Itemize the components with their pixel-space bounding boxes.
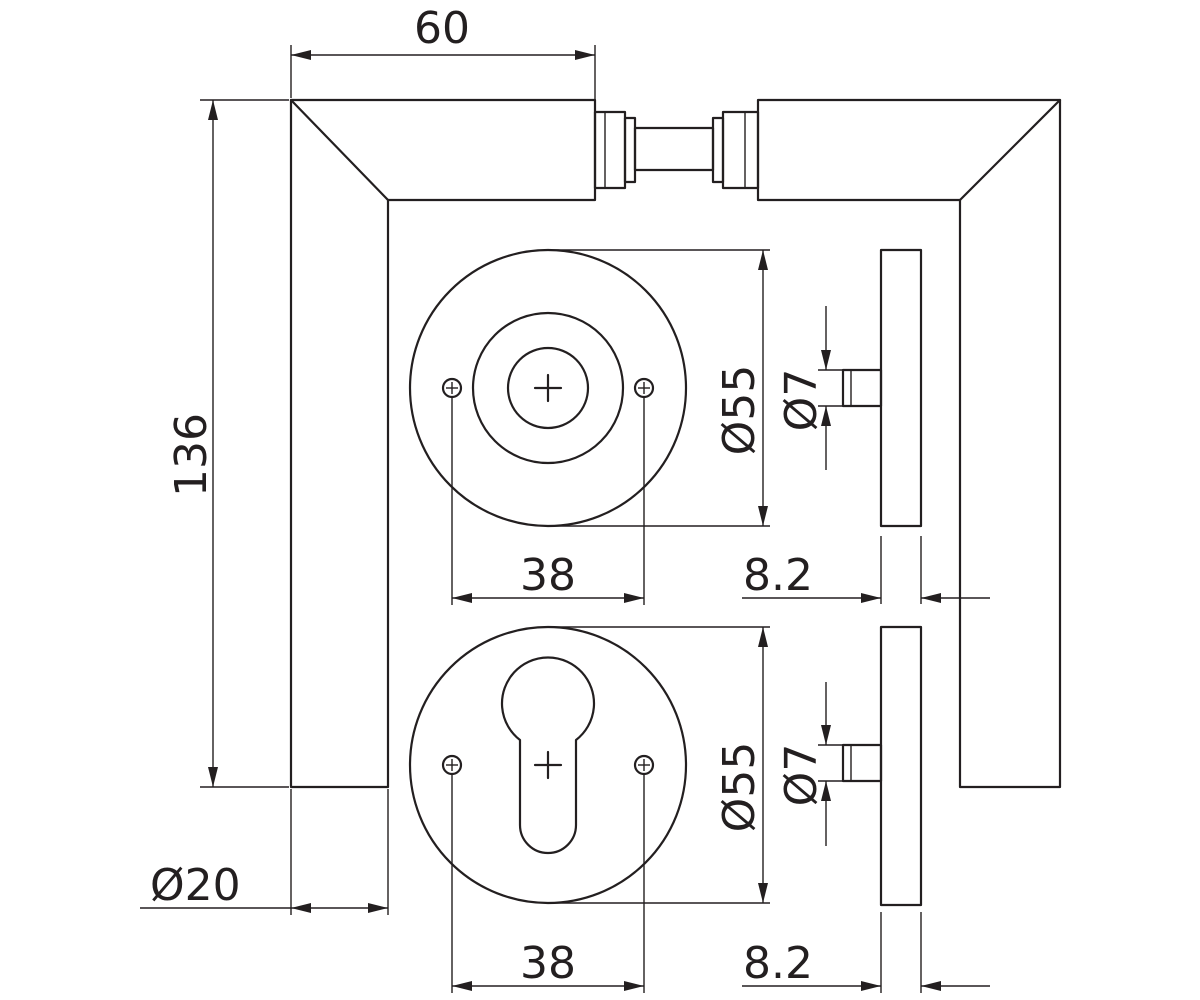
dimension-label-bottom-screw-spacing: 38 (520, 938, 576, 989)
top-rose-side-profile (841, 248, 923, 528)
dimension-bottom-rose-diameter: Ø55 (548, 626, 770, 904)
dimension-top-rose-diameter: Ø55 (548, 249, 770, 527)
dimension-label-bottom-spindle-diameter: Ø7 (776, 744, 827, 807)
dimension-top-screw-spacing: 38 (451, 397, 645, 605)
dimension-label-60: 60 (414, 3, 470, 54)
bottom-rose-side-profile (841, 625, 923, 907)
bottom-rose-screw-right (633, 754, 655, 776)
dimension-label-lever-diameter: Ø20 (150, 860, 241, 911)
dimension-60: 60 (290, 3, 596, 110)
dimension-top-rose-thickness: 8.2 (742, 536, 990, 604)
dimension-label-top-rose-diameter: Ø55 (714, 365, 765, 456)
dimension-top-spindle-diameter: Ø7 (776, 306, 843, 470)
dimension-label-top-screw-spacing: 38 (520, 550, 576, 601)
right-lever-handle (756, 98, 1062, 789)
dimension-lever-diameter: Ø20 (140, 789, 389, 915)
spindle-connector (593, 110, 760, 190)
dimension-label-bottom-rose-diameter: Ø55 (714, 742, 765, 833)
left-lever-handle (289, 98, 597, 789)
dimension-label-top-rose-thickness: 8.2 (743, 550, 813, 601)
top-rose-screw-right (633, 377, 655, 399)
bottom-rose-screw-left (441, 754, 463, 776)
dimension-136: 136 (166, 99, 289, 788)
dimension-bottom-screw-spacing: 38 (451, 774, 645, 993)
dimension-bottom-rose-thickness: 8.2 (742, 912, 990, 993)
dimension-label-top-spindle-diameter: Ø7 (776, 369, 827, 432)
top-rose-screw-left (441, 377, 463, 399)
dimension-label-bottom-rose-thickness: 8.2 (743, 938, 813, 989)
dimension-label-136: 136 (166, 413, 217, 497)
profile-cylinder-cutout (500, 656, 596, 855)
dimension-bottom-spindle-diameter: Ø7 (776, 682, 843, 846)
